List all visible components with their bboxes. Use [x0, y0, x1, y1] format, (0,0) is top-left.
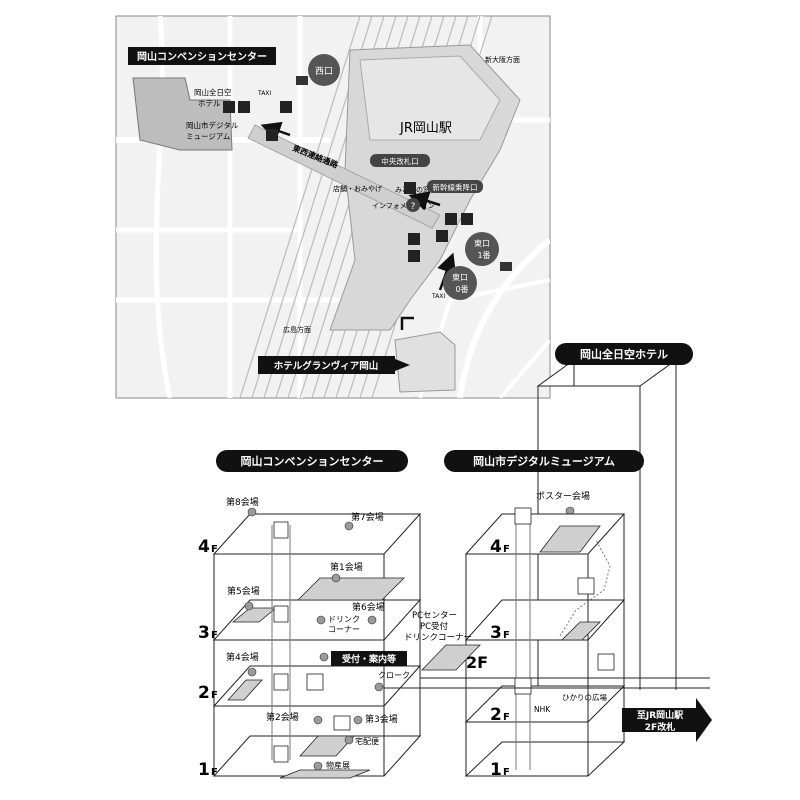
svg-text:岡山コンベンションセンター: 岡山コンベンションセンター	[241, 454, 384, 468]
museum-2f-walkway-label: 2F	[466, 653, 488, 672]
svg-text:ひかりの広場: ひかりの広場	[562, 692, 607, 702]
svg-text:ドリンク: ドリンク	[328, 615, 360, 624]
ana-hotel-title: 岡山全日空ホテル	[555, 343, 693, 365]
svg-text:F: F	[503, 767, 510, 778]
central-gate-badge: 中央改札口	[370, 154, 430, 167]
svg-text:4: 4	[490, 537, 502, 557]
svg-text:岡山コンベンションセンター: 岡山コンベンションセンター	[137, 50, 267, 63]
svg-text:西口: 西口	[315, 66, 333, 77]
svg-text:至JR岡山駅: 至JR岡山駅	[637, 709, 684, 721]
ana-hotel-map-label-2: ホテル	[198, 99, 221, 108]
convention-building-shape	[132, 77, 233, 151]
museum-room-areas	[421, 525, 601, 671]
convention-floor-title: 岡山コンベンションセンター	[216, 450, 408, 472]
svg-text:第7会場: 第7会場	[351, 511, 384, 523]
svg-text:PC受付: PC受付	[420, 621, 449, 632]
east-west-corridor	[247, 124, 441, 229]
svg-text:F: F	[503, 712, 510, 723]
museum-map-label-2: ミュージアム	[186, 132, 230, 141]
svg-text:F: F	[503, 630, 510, 641]
svg-text:3: 3	[198, 623, 210, 643]
svg-text:1: 1	[490, 760, 502, 780]
information-label: インフォメーション	[372, 202, 435, 210]
svg-text:新幹線乗降口: 新幹線乗降口	[433, 182, 478, 192]
svg-text:物産展: 物産展	[326, 760, 350, 770]
taxi-label-east: TAXI	[431, 293, 445, 300]
museum-elevator-shaft	[515, 520, 531, 770]
svg-text:1: 1	[198, 760, 210, 780]
svg-text:F: F	[211, 544, 218, 555]
granvia-label: ホテルグランヴィア岡山	[258, 356, 410, 374]
svg-text:F: F	[211, 630, 218, 641]
svg-text:東口: 東口	[474, 238, 490, 248]
shops-label: 店舗・おみやげ	[333, 184, 382, 193]
svg-text:2F改札: 2F改札	[645, 721, 675, 733]
convention-elevator-icons	[273, 521, 351, 763]
svg-text:中央改札口: 中央改札口	[381, 156, 419, 166]
granvia-building-shape	[394, 331, 456, 393]
reception-badge: 受付・案内等	[331, 651, 407, 666]
svg-text:第2会場: 第2会場	[266, 711, 299, 723]
svg-text:岡山全日空ホテル: 岡山全日空ホテル	[580, 347, 668, 361]
svg-text:0番: 0番	[455, 284, 468, 294]
museum-map-label-1: 岡山市デジタル	[186, 120, 239, 130]
station-name: JR岡山駅	[399, 121, 452, 136]
svg-text:ポスター会場: ポスター会場	[536, 490, 590, 502]
east-exit-0-marker: 東口 0番	[443, 266, 477, 300]
connecting-walkway	[384, 539, 710, 689]
convention-room-areas	[227, 577, 405, 779]
svg-text:東口: 東口	[452, 272, 468, 282]
convention-room-labels: 第8会場 第7会場 第1会場 第5会場 第6会場 ドリンク コーナー 第4会場 …	[226, 496, 410, 770]
convention-elevator-shaft	[271, 525, 291, 760]
svg-text:F: F	[211, 767, 218, 778]
svg-text:クローク: クローク	[378, 671, 410, 680]
convention-floor-numbers: 4 F 3 F 2 F 1 F	[198, 537, 218, 780]
shinkansen-gate-badge: 新幹線乗降口	[427, 180, 483, 193]
convention-center-label: 岡山コンベンションセンター	[128, 47, 276, 65]
svg-text:NHK: NHK	[534, 705, 551, 714]
svg-text:第1会場: 第1会場	[330, 561, 363, 573]
east-exit-1-marker: 東口 1番	[465, 232, 499, 266]
svg-text:1番: 1番	[477, 250, 490, 260]
svg-text:第4会場: 第4会場	[226, 651, 259, 663]
svg-text:第8会場: 第8会場	[226, 496, 259, 508]
svg-text:?: ?	[411, 202, 416, 212]
svg-text:ホテルグランヴィア岡山: ホテルグランヴィア岡山	[274, 360, 379, 372]
svg-text:4: 4	[198, 537, 210, 557]
svg-text:岡山市デジタルミュージアム: 岡山市デジタルミュージアム	[473, 454, 615, 468]
taxi-label-west: TAXI	[257, 90, 271, 97]
west-exit-marker: 西口	[308, 54, 340, 86]
svg-text:第6会場: 第6会場	[352, 601, 385, 613]
direction-hiroshima: 広島方面	[283, 325, 311, 334]
svg-text:コーナー: コーナー	[328, 625, 360, 634]
svg-text:2: 2	[490, 705, 502, 725]
ana-hotel-map-label-1: 岡山全日空	[194, 87, 232, 97]
svg-text:F: F	[503, 544, 510, 555]
museum-floor-numbers: 4 F 3 F 2 F 1 F	[490, 537, 510, 780]
museum-elevator-icons	[514, 507, 615, 695]
map-facility-icons: ?	[223, 76, 512, 271]
svg-text:F: F	[211, 690, 218, 701]
svg-text:宅配便: 宅配便	[355, 736, 379, 746]
svg-text:第3会場: 第3会場	[365, 713, 398, 725]
svg-text:2: 2	[198, 683, 210, 703]
svg-text:第5会場: 第5会場	[227, 585, 260, 597]
museum-floor-title: 岡山市デジタルミュージアム	[444, 450, 644, 472]
direction-shinosaka: 新大阪方面	[485, 55, 520, 64]
svg-text:PCセンター: PCセンター	[412, 611, 457, 621]
svg-text:受付・案内等: 受付・案内等	[342, 653, 396, 665]
svg-text:ドリンクコーナー: ドリンクコーナー	[404, 633, 472, 643]
svg-text:3: 3	[490, 623, 502, 643]
to-jr-station-arrow[interactable]: 至JR岡山駅 2F改札	[622, 698, 712, 742]
museum-labels: ポスター会場 PCセンター PC受付 ドリンクコーナー ひかりの広場 NHK	[404, 490, 607, 714]
